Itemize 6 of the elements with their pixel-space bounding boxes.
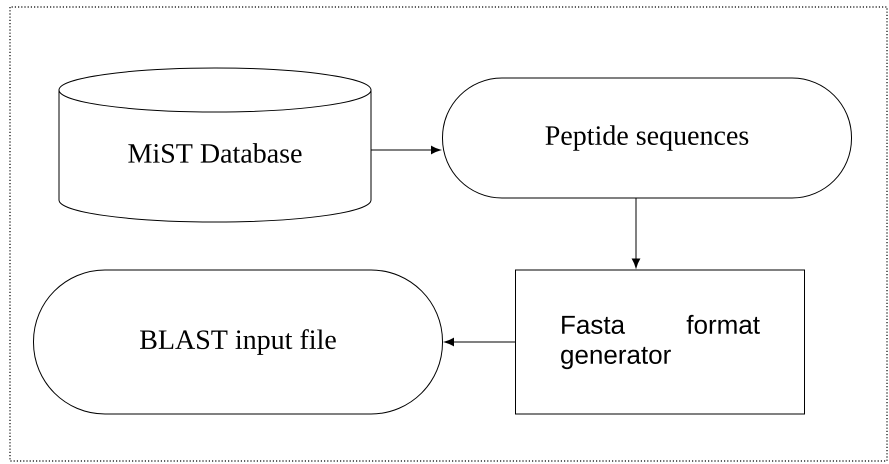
arrow xyxy=(632,198,640,268)
node-label: MiST Database xyxy=(128,143,302,163)
arrow xyxy=(370,146,441,154)
process-box: Fasta format generator xyxy=(515,270,805,414)
database-cylinder: MiST Database xyxy=(58,68,372,222)
arrow xyxy=(444,338,516,346)
